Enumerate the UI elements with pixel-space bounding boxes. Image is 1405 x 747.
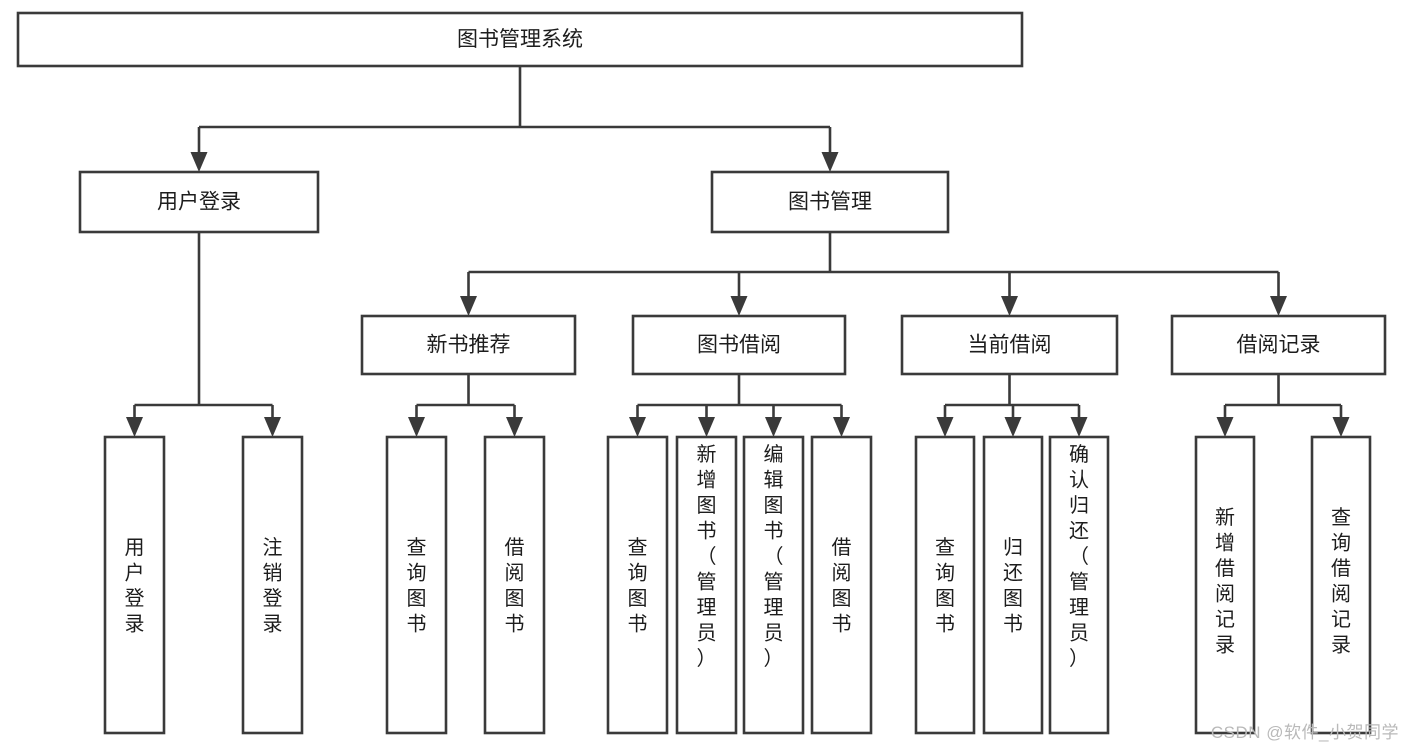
leaf-node[interactable]: 借阅图书 <box>810 435 873 735</box>
node-border <box>982 435 1044 735</box>
node-border <box>1048 435 1110 735</box>
node-border <box>631 314 847 376</box>
node-border <box>710 170 950 234</box>
arrow-head <box>821 152 839 172</box>
node-label: 查询图书 <box>628 536 648 636</box>
node-border <box>78 170 320 234</box>
csdn-watermark: CSDN @软件_小贺同学 <box>1210 723 1399 742</box>
leaf-node[interactable]: 归还图书 <box>982 435 1044 735</box>
arrow-head <box>698 417 715 437</box>
arrow-head <box>408 417 425 437</box>
node-label: 新书推荐 <box>427 334 511 357</box>
node-label: 借阅图书 <box>832 536 852 636</box>
arrow-head <box>1004 417 1022 437</box>
leaf-node[interactable]: 查询借阅记录 <box>1310 435 1372 735</box>
leaf-node[interactable]: 借阅图书 <box>483 435 546 735</box>
node-border <box>675 435 738 735</box>
arrow-head <box>1001 296 1018 316</box>
node-border <box>742 435 805 735</box>
node-label: 用户登录 <box>125 537 145 636</box>
node-border <box>1170 314 1387 376</box>
node-label: 用户登录 <box>157 191 241 214</box>
node-layer: 图书管理系统用户登录图书管理新书推荐图书借阅当前借阅借阅记录用户登录注销登录查询… <box>16 11 1387 735</box>
node-border <box>360 314 577 376</box>
arrow-head <box>936 417 954 437</box>
node-label: 查询借阅记录 <box>1331 506 1351 657</box>
node-border <box>1310 435 1372 735</box>
level3-node[interactable]: 当前借阅 <box>900 314 1119 376</box>
leaf-node[interactable]: 查询图书 <box>385 435 448 735</box>
leaf-node[interactable]: 查询图书 <box>914 435 976 735</box>
level2-node[interactable]: 用户登录 <box>78 170 320 234</box>
node-label: 确认归还（管理员） <box>1069 443 1089 670</box>
node-label: 当前借阅 <box>968 334 1052 357</box>
leaf-node[interactable]: 确认归还（管理员） <box>1048 435 1110 735</box>
arrow-head <box>1070 417 1088 437</box>
node-label: 图书借阅 <box>697 334 781 357</box>
node-border <box>900 314 1119 376</box>
leaf-node[interactable]: 编辑图书（管理员） <box>742 435 805 735</box>
arrow-head <box>264 417 281 437</box>
node-label: 编辑图书（管理员） <box>764 443 784 670</box>
leaf-node[interactable]: 查询图书 <box>606 435 669 735</box>
node-label: 图书管理 <box>788 191 872 214</box>
leaf-node[interactable]: 新增借阅记录 <box>1194 435 1256 735</box>
node-border <box>606 435 669 735</box>
level3-node[interactable]: 图书借阅 <box>631 314 847 376</box>
level3-node[interactable]: 借阅记录 <box>1170 314 1387 376</box>
arrow-head <box>460 296 477 316</box>
node-border <box>810 435 873 735</box>
arrow-head <box>506 417 523 437</box>
node-label: 借阅图书 <box>505 536 525 636</box>
node-label: 新增借阅记录 <box>1215 506 1235 657</box>
node-label: 归还图书 <box>1003 536 1023 636</box>
node-label: 查询图书 <box>935 536 955 636</box>
connector-layer <box>126 66 1350 437</box>
node-label: 注销登录 <box>263 536 283 636</box>
root-node[interactable]: 图书管理系统 <box>16 11 1024 68</box>
node-border <box>241 435 304 735</box>
arrow-head <box>126 417 143 437</box>
level3-node[interactable]: 新书推荐 <box>360 314 577 376</box>
node-label: 图书管理系统 <box>457 28 583 51</box>
node-border <box>16 11 1024 68</box>
level2-node[interactable]: 图书管理 <box>710 170 950 234</box>
arrow-head <box>190 152 208 172</box>
node-label: 新增图书（管理员） <box>697 443 717 670</box>
arrow-head <box>765 417 782 437</box>
arrow-head <box>629 417 646 437</box>
leaf-node[interactable]: 注销登录 <box>241 435 304 735</box>
node-label: 查询图书 <box>407 536 427 636</box>
arrow-head <box>730 296 748 316</box>
node-border <box>103 435 166 735</box>
arrow-head <box>833 417 850 437</box>
leaf-node[interactable]: 新增图书（管理员） <box>675 435 738 735</box>
leaf-node[interactable]: 用户登录 <box>103 435 166 735</box>
node-border <box>483 435 546 735</box>
node-label: 借阅记录 <box>1237 334 1321 357</box>
arrow-head <box>1332 417 1350 437</box>
arrow-head <box>1270 296 1287 316</box>
arrow-head <box>1216 417 1234 437</box>
node-border <box>914 435 976 735</box>
node-border <box>1194 435 1256 735</box>
node-border <box>385 435 448 735</box>
